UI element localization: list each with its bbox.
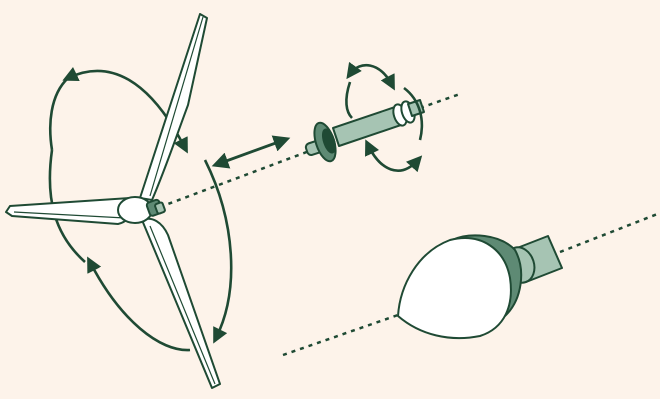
rotor-with-three-blades xyxy=(6,14,220,388)
double-headed-arrow xyxy=(218,140,284,164)
blade-left xyxy=(6,198,131,224)
nose-cone-body xyxy=(398,238,511,338)
rotor-hub xyxy=(118,197,152,223)
nose-cone xyxy=(398,235,562,338)
drive-shaft xyxy=(305,100,424,164)
blade-bottom xyxy=(142,219,220,388)
blade-top xyxy=(140,14,207,200)
